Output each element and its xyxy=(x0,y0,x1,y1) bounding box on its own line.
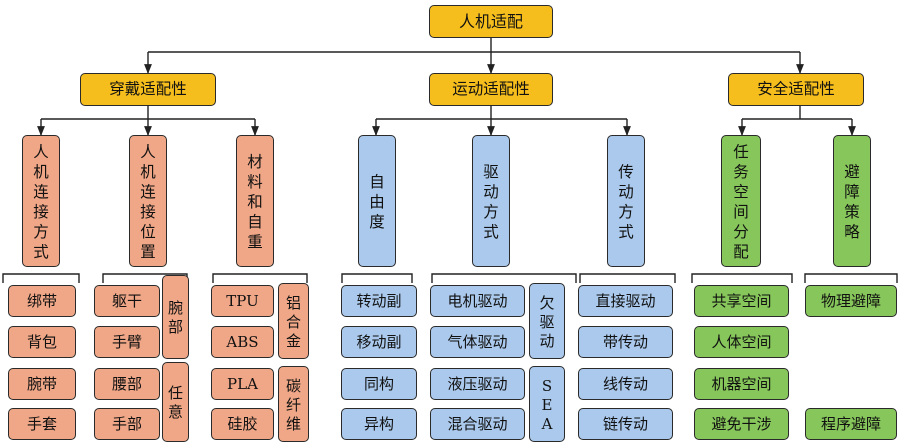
node-task-space-allocation: 任务空间分配 xyxy=(721,135,761,267)
leaf-pneumatic-drive: 气体驱动 xyxy=(430,326,525,358)
leaf-abs: ABS xyxy=(211,326,274,358)
node-degrees-of-freedom: 自由度 xyxy=(358,135,396,267)
root-node: 人机适配 xyxy=(429,5,553,38)
node-transmission-method: 传动方式 xyxy=(607,135,645,267)
leaf-arm: 手臂 xyxy=(94,326,160,358)
leaf-human-space: 人体空间 xyxy=(694,326,789,358)
leaf-torso: 躯干 xyxy=(94,285,160,317)
leaf-avoid-interference: 避免干涉 xyxy=(694,408,789,440)
leaf-strap: 绑带 xyxy=(8,285,76,317)
leaf-wristband: 腕带 xyxy=(8,368,76,400)
leaf-chain-drive: 链传动 xyxy=(578,408,673,440)
leaf-prismatic-joint: 移动副 xyxy=(341,326,417,358)
leaf-hand: 手部 xyxy=(94,408,160,440)
leaf-physical-avoidance: 物理避障 xyxy=(805,285,897,317)
leaf-carbon-fiber: 碳纤维 xyxy=(278,366,309,442)
leaf-belt-drive: 带传动 xyxy=(578,326,673,358)
leaf-isomorphic: 同构 xyxy=(341,368,417,400)
node-connection-position: 人机连接位置 xyxy=(129,135,167,267)
node-connection-method: 人机连接方式 xyxy=(22,135,60,267)
leaf-glove: 手套 xyxy=(8,408,76,440)
leaf-heteromorphic: 异构 xyxy=(341,408,417,440)
leaf-underactuated: 欠驱动 xyxy=(529,283,565,359)
leaf-aluminum: 铝合金 xyxy=(278,283,309,359)
node-drive-method: 驱动方式 xyxy=(472,135,510,267)
group-wear-adaptability: 穿戴适配性 xyxy=(80,73,216,106)
group-motion-adaptability: 运动适配性 xyxy=(429,73,553,106)
leaf-backpack: 背包 xyxy=(8,326,76,358)
leaf-revolute-joint: 转动副 xyxy=(341,285,417,317)
leaf-wrist: 腕部 xyxy=(162,275,189,359)
leaf-tpu: TPU xyxy=(211,285,274,317)
leaf-program-avoidance: 程序避障 xyxy=(805,408,897,440)
leaf-motor-drive: 电机驱动 xyxy=(430,285,525,317)
leaf-waist: 腰部 xyxy=(94,368,160,400)
leaf-pla: PLA xyxy=(211,368,274,400)
leaf-shared-space: 共享空间 xyxy=(694,285,789,317)
leaf-any: 任意 xyxy=(162,362,189,442)
node-material-weight: 材料和自重 xyxy=(236,135,274,267)
group-safety-adaptability: 安全适配性 xyxy=(728,73,864,106)
leaf-silicone: 硅胶 xyxy=(211,408,274,440)
leaf-machine-space: 机器空间 xyxy=(694,368,789,400)
node-obstacle-strategy: 避障策略 xyxy=(833,135,871,267)
leaf-hydraulic-drive: 液压驱动 xyxy=(430,368,525,400)
leaf-hybrid-drive: 混合驱动 xyxy=(430,408,525,440)
leaf-direct-drive: 直接驱动 xyxy=(578,285,673,317)
leaf-cable-drive: 线传动 xyxy=(578,368,673,400)
